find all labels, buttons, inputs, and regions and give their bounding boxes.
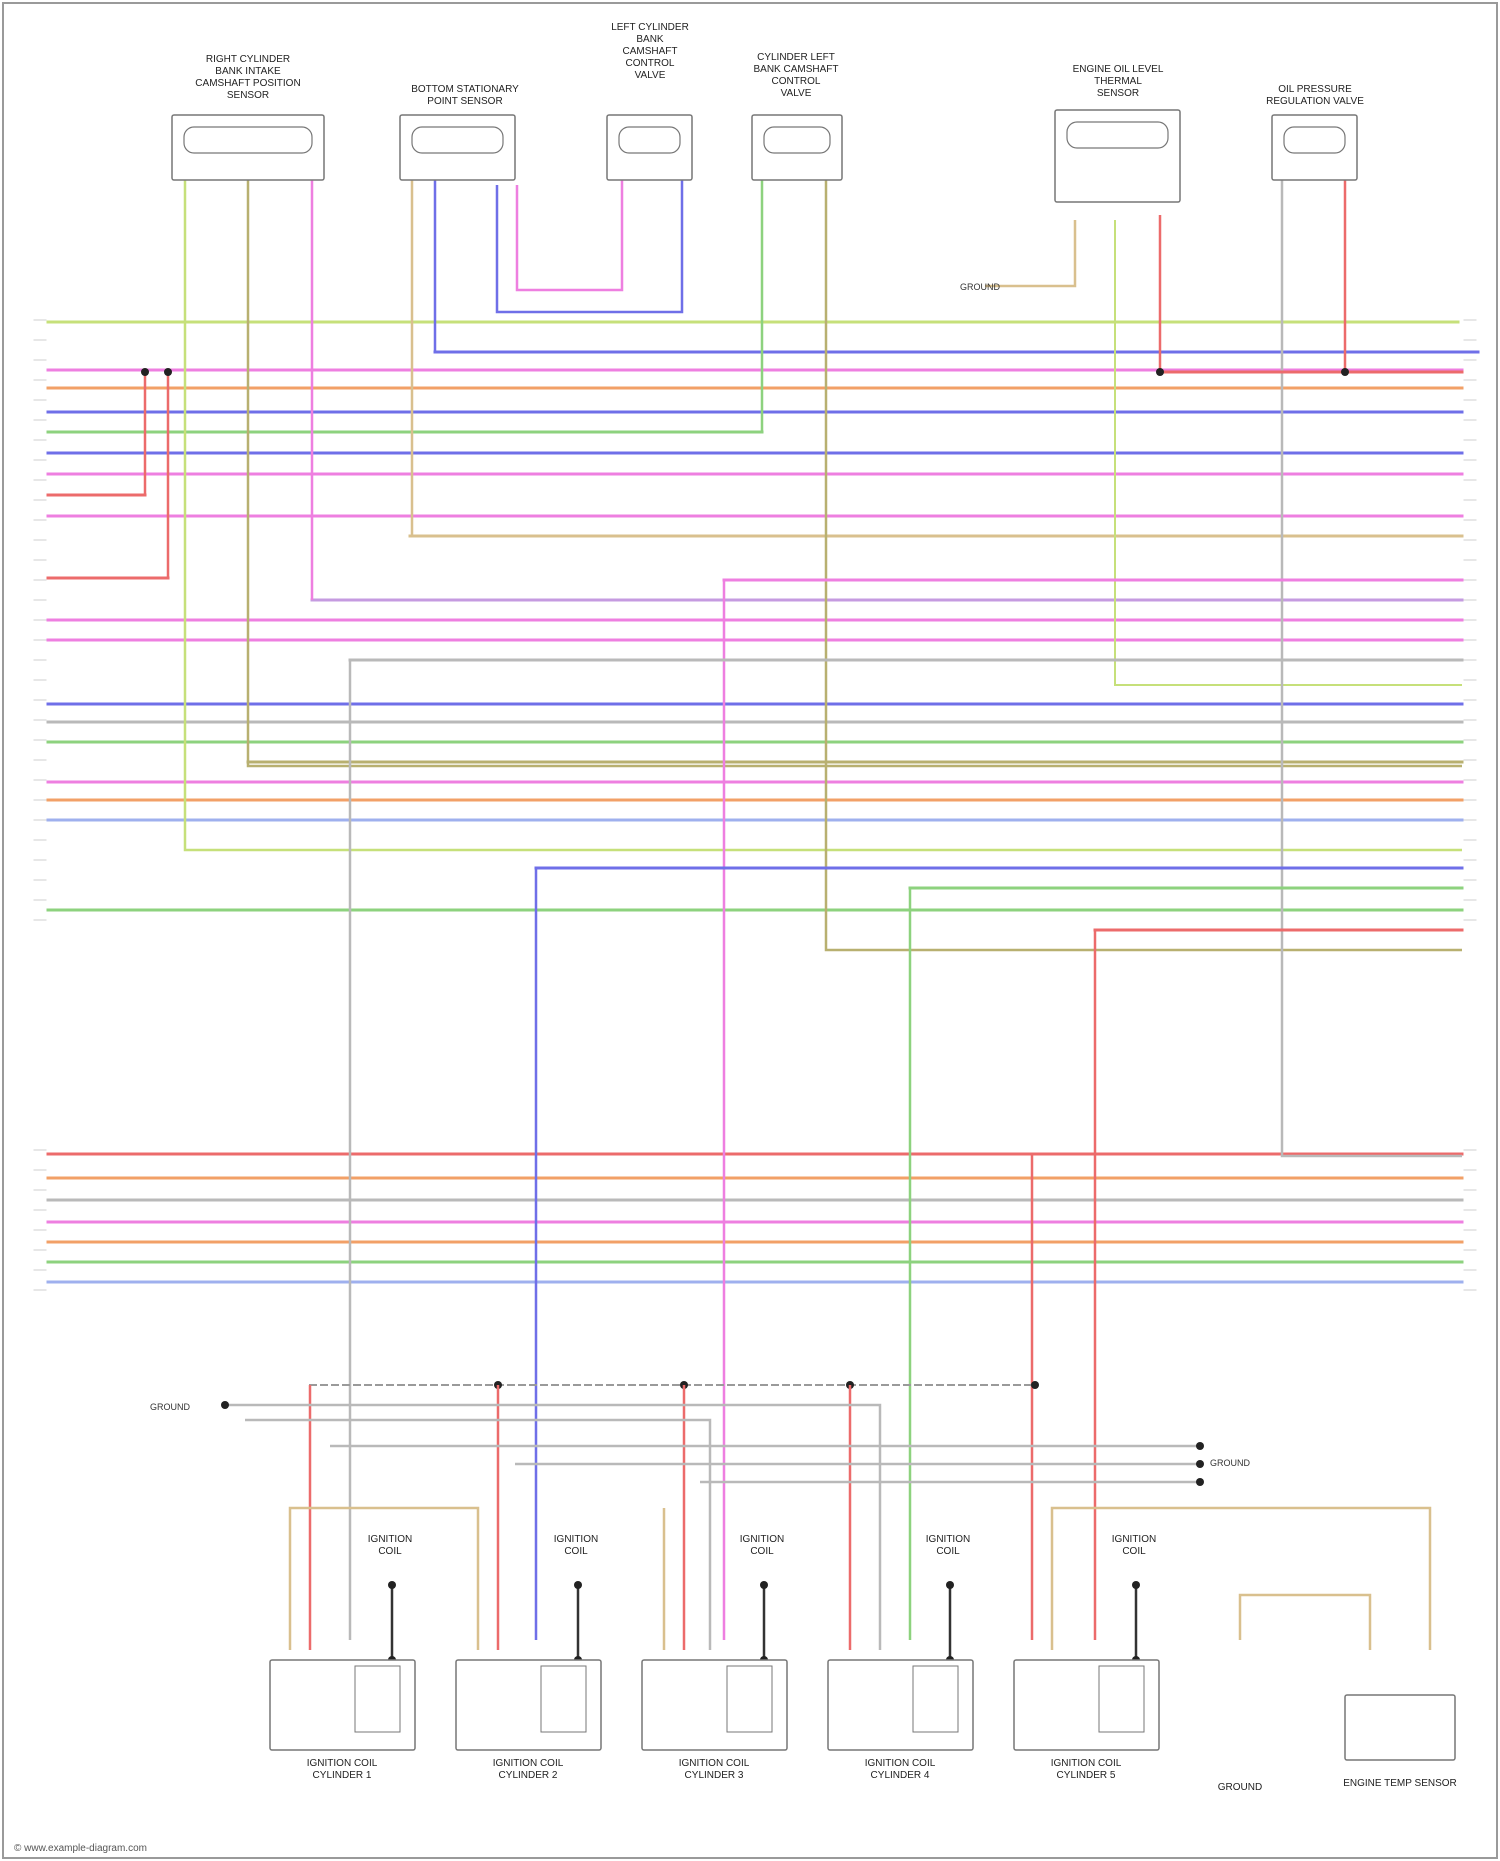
right-cylinder-bank-variable-camshaft-sensor-connector	[184, 127, 312, 153]
engine-temp-sensor	[1345, 1695, 1455, 1760]
engine-temp-sensor-label: ENGINE TEMP SENSOR	[1343, 1778, 1457, 1789]
left-splice-a	[141, 368, 149, 376]
oil-pressure-regulation-valve-connector	[1284, 127, 1345, 153]
engine-temp-sensor-caption: GROUND	[1218, 1782, 1262, 1793]
ignition-coil-1-label: IGNITION COIL	[307, 1758, 378, 1769]
ignition-coil-5-caption: IGNITION	[1112, 1534, 1156, 1545]
ignition-coil-1-label: CYLINDER 1	[313, 1770, 372, 1781]
ignition-coil-3-caption: COIL	[750, 1546, 774, 1557]
ignition-coil-3-label: CYLINDER 3	[685, 1770, 744, 1781]
left-bank-camshaft-control-valve-label: CONTROL	[626, 58, 675, 69]
right-cylinder-bank-variable-camshaft-sensor-label: SENSOR	[227, 90, 269, 101]
ignition-coil-4-caption: COIL	[936, 1546, 960, 1557]
ignition-coil-2-label: IGNITION COIL	[493, 1758, 564, 1769]
right-cylinder-bank-variable-camshaft-sensor-label: CAMSHAFT POSITION	[195, 78, 300, 89]
ignition-coil-4-label: CYLINDER 4	[871, 1770, 930, 1781]
cylinder-bank-variable-camshaft-valve-label: VALVE	[781, 88, 812, 99]
ignition-coil-1-driver	[355, 1666, 400, 1732]
ignition-coil-5-label: CYLINDER 5	[1057, 1770, 1116, 1781]
cylinder-bank-variable-camshaft-valve-label: CONTROL	[772, 76, 821, 87]
bottom-dead-center-sensor-connector	[412, 127, 503, 153]
ignition-coil-3-caption: IGNITION	[740, 1534, 784, 1545]
coil-control-dot-5	[1132, 1581, 1140, 1589]
bottom-dead-center-sensor-label: POINT SENSOR	[427, 96, 502, 107]
right-ground-splice-a	[1196, 1442, 1204, 1450]
right-cylinder-bank-variable-camshaft-sensor-label: RIGHT CYLINDER	[206, 54, 290, 65]
ignition-coil-1-caption: IGNITION	[368, 1534, 412, 1545]
ground-label-left: GROUND	[150, 1402, 190, 1412]
left-splice-b	[164, 368, 172, 376]
right-ground-splice-b	[1196, 1460, 1204, 1468]
footer-credit: © www.example-diagram.com	[14, 1843, 147, 1854]
ignition-coil-2-label: CYLINDER 2	[499, 1770, 558, 1781]
ignition-coil-2-driver	[541, 1666, 586, 1732]
bottom-dead-center-sensor-label: BOTTOM STATIONARY	[411, 84, 519, 95]
ground-label-top: GROUND	[960, 282, 1000, 292]
coil-control-dot-4	[946, 1581, 954, 1589]
ignition-coil-3-driver	[727, 1666, 772, 1732]
coil-control-dot-3	[760, 1581, 768, 1589]
ignition-coil-4-caption: IGNITION	[926, 1534, 970, 1545]
engine-oil-level-thermal-sensor-label: SENSOR	[1097, 88, 1139, 99]
ignition-coil-2-caption: COIL	[564, 1546, 588, 1557]
left-bank-camshaft-control-valve-connector	[619, 127, 680, 153]
ignition-coil-5-label: IGNITION COIL	[1051, 1758, 1122, 1769]
cylinder-bank-variable-camshaft-valve-label: BANK CAMSHAFT	[753, 64, 838, 75]
coil-control-dot-1	[388, 1581, 396, 1589]
right-cylinder-bank-variable-camshaft-sensor-label: BANK INTAKE	[215, 66, 281, 77]
oil-pressure-regulation-valve-label: REGULATION VALVE	[1266, 96, 1364, 107]
ignition-coil-4-driver	[913, 1666, 958, 1732]
power-bus-splice-4	[1031, 1381, 1039, 1389]
oil-pressure-regulation-valve-label: OIL PRESSURE	[1278, 84, 1352, 95]
cylinder-bank-variable-camshaft-valve-connector	[764, 127, 830, 153]
coil-control-dot-2	[574, 1581, 582, 1589]
left-bank-camshaft-control-valve-label: LEFT CYLINDER	[611, 22, 689, 33]
ground-label-right: GROUND	[1210, 1458, 1250, 1468]
right-ground-splice-c	[1196, 1478, 1204, 1486]
left-bank-camshaft-control-valve-label: VALVE	[635, 70, 666, 81]
engine-oil-level-thermal-sensor-connector	[1067, 122, 1168, 148]
engine-oil-level-thermal-sensor-label: ENGINE OIL LEVEL	[1073, 64, 1164, 75]
oil-pressure-splice	[1341, 368, 1349, 376]
ignition-coil-5-caption: COIL	[1122, 1546, 1146, 1557]
left-ground-splice	[221, 1401, 229, 1409]
ignition-coil-2-caption: IGNITION	[554, 1534, 598, 1545]
ignition-coil-1-caption: COIL	[378, 1546, 402, 1557]
ignition-coil-4-label: IGNITION COIL	[865, 1758, 936, 1769]
ignition-coil-5-driver	[1099, 1666, 1144, 1732]
left-bank-camshaft-control-valve-label: CAMSHAFT	[623, 46, 678, 57]
ignition-coil-3-label: IGNITION COIL	[679, 1758, 750, 1769]
left-bank-camshaft-control-valve-label: BANK	[636, 34, 664, 45]
oil-level-splice	[1156, 368, 1164, 376]
cylinder-bank-variable-camshaft-valve-label: CYLINDER LEFT	[757, 52, 835, 63]
engine-oil-level-thermal-sensor-label: THERMAL	[1094, 76, 1142, 87]
